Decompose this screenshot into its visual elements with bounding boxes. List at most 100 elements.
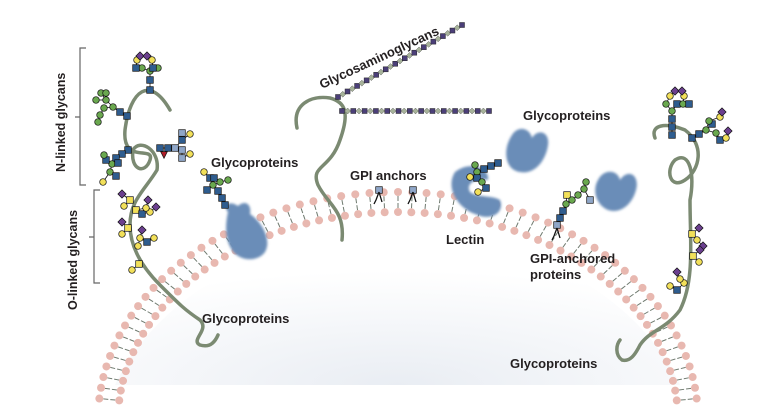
lipid-head — [167, 266, 176, 275]
lipid-head — [638, 283, 647, 292]
lipid-tail — [673, 368, 680, 371]
lipid-tail — [679, 388, 685, 391]
gag-diamond-unit — [400, 107, 408, 115]
sialic-acid-diamond-icon — [151, 202, 161, 212]
lipid-tail — [214, 243, 219, 249]
lipid-tail — [518, 216, 522, 222]
lipid-head — [522, 231, 531, 240]
lipid-tail — [680, 366, 686, 370]
protein-blobs — [225, 128, 637, 260]
lipid-head — [340, 211, 349, 220]
mannose-circle-icon — [562, 200, 570, 208]
gpi-anchor-2 — [407, 191, 417, 205]
lipid-head — [102, 362, 111, 371]
gag-diamond-unit — [387, 63, 394, 70]
glcnac-square-icon — [716, 136, 724, 144]
sialic-acid-diamond-icon — [137, 225, 147, 235]
lipid-head — [315, 216, 324, 225]
lipid-head — [498, 222, 507, 231]
sialic-acid-diamond-icon — [670, 86, 680, 96]
lipid-head — [636, 312, 645, 321]
gag-diamond-unit — [344, 107, 352, 115]
lipid-head — [121, 321, 130, 330]
galactose-circle-icon — [666, 92, 674, 100]
lipid-tail — [530, 220, 535, 226]
mannose-circle-icon — [702, 126, 710, 134]
lipid-head — [614, 287, 623, 296]
lipid-head — [115, 331, 124, 340]
glycan-square-icon — [178, 146, 186, 154]
lipid-tail — [621, 285, 626, 290]
galactose-circle-icon — [128, 266, 136, 274]
lipid-tail — [543, 225, 547, 231]
lipid-tail — [113, 356, 119, 359]
lipid-tail — [170, 285, 175, 290]
lipid-head — [590, 243, 599, 252]
lipid-head — [420, 208, 429, 217]
lipid-tail — [566, 237, 571, 242]
brackets — [75, 47, 100, 284]
gag-square-unit — [407, 108, 413, 114]
lipid-head — [672, 331, 681, 340]
lipid-tail — [577, 243, 582, 249]
lipid-tail — [527, 226, 531, 232]
gag-square-unit — [373, 72, 379, 78]
lipid-head — [660, 311, 669, 320]
lipid-head — [129, 348, 138, 357]
gag-diamond-unit — [412, 107, 419, 115]
lipid-head — [436, 190, 445, 199]
gag-square-unit — [335, 94, 341, 100]
gag-diamond-unit — [358, 79, 366, 87]
glycoproteins-label-top-right: Glycoproteins — [523, 108, 610, 123]
lipid-head — [534, 235, 543, 244]
lipid-tail — [274, 216, 278, 222]
lipid-tail — [314, 204, 317, 211]
cytoplasm — [115, 232, 680, 385]
lipid-tail — [107, 377, 113, 380]
free-glycoprotein-blob — [506, 128, 549, 173]
lipid-tail — [104, 387, 110, 390]
galnac-square-icon — [126, 196, 134, 204]
lipid-head — [139, 329, 148, 338]
lipid-head — [601, 251, 610, 260]
gag-square-unit — [474, 108, 481, 114]
lipid-tail — [302, 214, 306, 220]
right-glycoprotein-chain — [615, 123, 700, 363]
lipid-tail — [676, 378, 682, 381]
sialic-acid-diamond-icon — [117, 217, 127, 227]
glcnac-square-icon — [556, 214, 564, 222]
lipid-tail — [642, 298, 648, 303]
galactose-circle-icon — [99, 178, 107, 186]
lipid-head — [472, 216, 481, 225]
lipid-head — [653, 302, 662, 311]
lipid-head — [182, 279, 191, 288]
mannose-circle-icon — [106, 168, 114, 176]
glcnac-square-icon — [482, 184, 490, 192]
lipid-tail — [134, 317, 140, 321]
fucose-triangle-icon — [160, 151, 168, 160]
lipid-head — [277, 226, 286, 235]
lipid-tail — [148, 298, 154, 303]
mannose-circle-icon — [224, 176, 232, 184]
galactose-circle-icon — [150, 234, 158, 242]
lipid-tail — [656, 317, 662, 321]
gag-diamond-unit — [396, 57, 404, 65]
gag-diamond-unit — [377, 68, 385, 76]
lipid-tail — [179, 277, 184, 282]
sialic-acid-diamond-icon — [723, 126, 733, 136]
lipid-head — [97, 383, 106, 392]
sialic-acid-diamond-icon — [143, 195, 153, 205]
lipid-tail — [198, 262, 203, 267]
glcnac-square-icon — [178, 136, 186, 144]
galactose-circle-icon — [142, 204, 150, 212]
sialic-acid-diamond-icon — [117, 189, 127, 199]
galnac-square-icon — [124, 224, 132, 232]
lipid-head — [394, 208, 402, 216]
glcnac-square-icon — [143, 238, 151, 246]
galactose-circle-icon — [120, 202, 128, 210]
lipid-head — [354, 210, 363, 219]
lipid-tail — [290, 218, 293, 224]
lipid-tail — [464, 209, 467, 215]
lipid-tail — [300, 208, 304, 214]
gag-square-unit — [392, 61, 398, 67]
